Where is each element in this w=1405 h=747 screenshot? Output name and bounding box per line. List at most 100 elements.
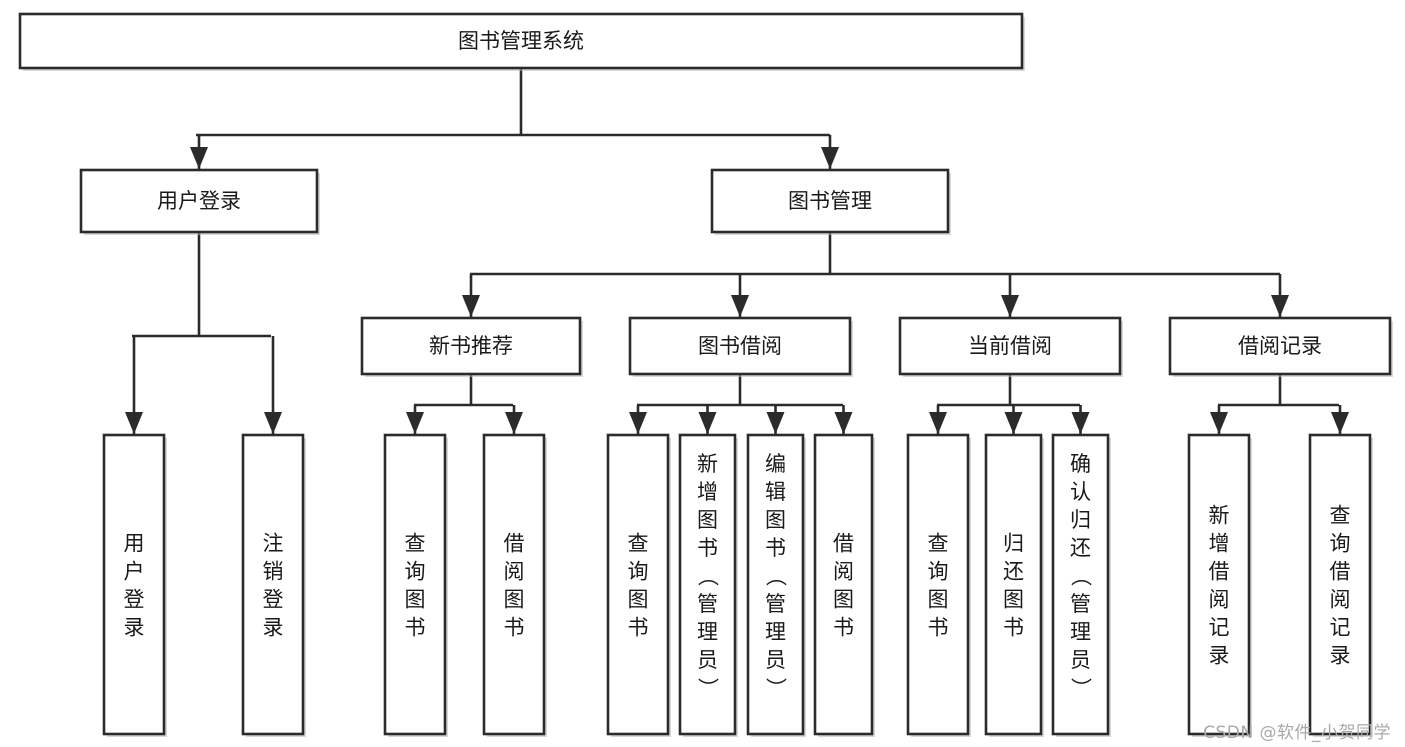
arrow-head-icon bbox=[929, 412, 947, 434]
connector-drop bbox=[125, 336, 143, 434]
node-layer: 图书管理系统用户登录图书管理新书推荐图书借阅当前借阅借阅记录用户登录用户登录注销… bbox=[18, 12, 1393, 737]
arrow-head-icon bbox=[731, 295, 749, 317]
node-label-char: 理 bbox=[1070, 620, 1091, 644]
connector-drop bbox=[1071, 405, 1090, 434]
node-label-char: 辑 bbox=[765, 480, 786, 504]
node-label-char: ） bbox=[1069, 677, 1093, 698]
node-label-char: 查 bbox=[1330, 503, 1351, 527]
node-label-char: 管 bbox=[697, 592, 718, 616]
connector-drop bbox=[1210, 405, 1228, 434]
arrow-head-icon bbox=[505, 412, 523, 434]
node-label-char: 借 bbox=[504, 531, 525, 555]
node-box[interactable] bbox=[18, 12, 1024, 70]
connector-drop bbox=[766, 405, 785, 434]
node-root[interactable]: 图书管理系统 bbox=[18, 12, 1025, 71]
connector-group bbox=[637, 374, 843, 407]
node-box[interactable] bbox=[383, 433, 447, 736]
node-label-char: 书 bbox=[405, 615, 426, 639]
node-label-char: （ bbox=[696, 565, 720, 586]
node-leaf-cur-return[interactable]: 归还图书归还图书 bbox=[984, 433, 1044, 737]
arrow-head-icon bbox=[766, 412, 785, 434]
node-user-login[interactable]: 用户登录 bbox=[79, 168, 320, 235]
node-box[interactable] bbox=[79, 168, 319, 234]
node-label: 新书推荐 bbox=[429, 334, 513, 358]
node-label-char: 增 bbox=[697, 480, 718, 504]
node-box[interactable] bbox=[906, 433, 970, 736]
connector-drop bbox=[929, 405, 947, 434]
node-label-char: 新 bbox=[1209, 503, 1230, 527]
node-new-book-rec[interactable]: 新书推荐 bbox=[360, 316, 583, 377]
connector-drop bbox=[821, 135, 839, 169]
node-leaf-rec-query2[interactable]: 查询借阅记录查询借阅记录 bbox=[1308, 433, 1373, 737]
node-box[interactable] bbox=[710, 168, 950, 234]
node-borrow-record[interactable]: 借阅记录 bbox=[1168, 316, 1393, 377]
node-box[interactable] bbox=[746, 433, 805, 736]
connector-drop bbox=[698, 405, 717, 434]
node-leaf-borrow-query[interactable]: 查询图书查询图书 bbox=[606, 433, 671, 737]
node-box[interactable] bbox=[628, 316, 852, 376]
arrow-head-icon bbox=[1071, 412, 1090, 434]
node-label-char: 图 bbox=[405, 587, 426, 611]
node-label-char: 图 bbox=[504, 587, 525, 611]
node-box[interactable] bbox=[1308, 433, 1372, 736]
node-label-char: 管 bbox=[765, 592, 786, 616]
node-label-char: 归 bbox=[1003, 531, 1024, 555]
node-box[interactable] bbox=[102, 433, 166, 736]
arrow-head-icon bbox=[190, 147, 208, 169]
node-label-char: 询 bbox=[928, 559, 949, 583]
node-leaf-rec-add[interactable]: 新增借阅记录新增借阅记录 bbox=[1187, 433, 1252, 737]
connector-group bbox=[414, 374, 513, 407]
node-label-char: 阅 bbox=[504, 559, 525, 583]
arrow-head-icon bbox=[1001, 295, 1019, 317]
node-book-admin[interactable]: 图书管理 bbox=[710, 168, 951, 235]
node-leaf-rec-borrow[interactable]: 借阅图书借阅图书 bbox=[482, 433, 547, 737]
connector-layer bbox=[125, 68, 1349, 434]
node-label-char: 登 bbox=[263, 587, 284, 611]
node-current-borrow[interactable]: 当前借阅 bbox=[898, 316, 1123, 377]
node-box[interactable] bbox=[1187, 433, 1251, 736]
node-box[interactable] bbox=[1168, 316, 1392, 376]
connector-drop bbox=[406, 405, 424, 434]
arrow-head-icon bbox=[406, 412, 424, 434]
node-box[interactable] bbox=[1051, 433, 1110, 736]
connector-group bbox=[937, 374, 1080, 407]
node-label-char: 阅 bbox=[1209, 587, 1230, 611]
node-label-char: 图 bbox=[697, 508, 718, 532]
node-label-char: 理 bbox=[697, 620, 718, 644]
node-box[interactable] bbox=[360, 316, 582, 376]
node-label-char: 员 bbox=[765, 648, 786, 672]
node-box[interactable] bbox=[678, 433, 737, 736]
node-box[interactable] bbox=[898, 316, 1122, 376]
arrow-head-icon bbox=[834, 412, 853, 434]
node-leaf-user-logout[interactable]: 注销登录注销登录 bbox=[241, 433, 306, 737]
arrow-head-icon bbox=[462, 295, 480, 317]
connector-group bbox=[132, 232, 271, 338]
node-leaf-user-login[interactable]: 用户登录用户登录 bbox=[102, 433, 167, 737]
node-box[interactable] bbox=[984, 433, 1043, 736]
node-leaf-rec-query[interactable]: 查询图书查询图书 bbox=[383, 433, 448, 737]
connector-drop bbox=[1271, 274, 1289, 317]
node-label-char: 注 bbox=[263, 531, 284, 555]
node-label-char: 员 bbox=[1070, 648, 1091, 672]
arrow-head-icon bbox=[1210, 412, 1228, 434]
node-label-char: ） bbox=[764, 677, 788, 698]
node-box[interactable] bbox=[482, 433, 546, 736]
node-label-char: 还 bbox=[1070, 536, 1091, 560]
node-label-char: 用 bbox=[124, 531, 145, 555]
node-label-char: 录 bbox=[1330, 643, 1351, 667]
node-book-borrow[interactable]: 图书借阅 bbox=[628, 316, 853, 377]
node-leaf-book-lend[interactable]: 借阅图书借阅图书 bbox=[813, 433, 875, 737]
node-label: 当前借阅 bbox=[968, 334, 1052, 358]
node-label-char: 户 bbox=[124, 559, 145, 583]
node-box[interactable] bbox=[241, 433, 305, 736]
node-box[interactable] bbox=[606, 433, 670, 736]
node-label-char: 记 bbox=[1209, 615, 1230, 639]
node-box[interactable] bbox=[813, 433, 874, 736]
connector-group bbox=[470, 232, 1280, 276]
node-leaf-cur-query[interactable]: 查询图书查询图书 bbox=[906, 433, 971, 737]
node-label: 图书借阅 bbox=[698, 334, 782, 358]
node-label-char: ） bbox=[696, 677, 720, 698]
